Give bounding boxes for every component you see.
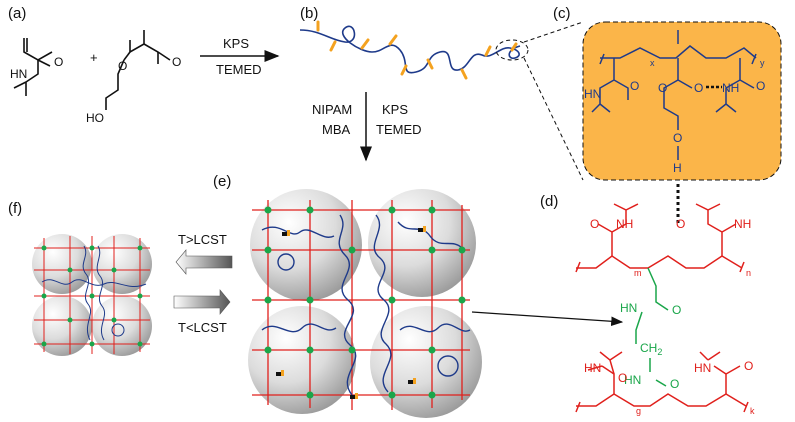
nipam-o: O (54, 55, 63, 69)
sphere-bottom-right (370, 306, 482, 418)
c-o-left: O (630, 79, 639, 93)
chain-pendant-groups (316, 20, 518, 80)
nipam-structure (13, 38, 53, 96)
reagent-nipam: NIPAM (312, 102, 352, 117)
small-blue-chains (41, 245, 147, 341)
c-o-chain: O (673, 131, 682, 145)
c-nh-right: NH (722, 81, 739, 95)
hydrogen-bond-zoom-box (582, 21, 782, 181)
d-sub-n: n (746, 268, 751, 278)
microgel-large (248, 189, 482, 418)
d-hn-link1: HN (620, 301, 637, 315)
d-ch2: CH2 (640, 341, 662, 357)
c-h-chain: H (673, 161, 682, 175)
large-crosslink-nodes (264, 206, 466, 399)
d-o-link1: O (672, 303, 681, 317)
arrow-cool-swell (173, 289, 231, 315)
panel-c-backbone (591, 30, 757, 130)
reagent-kps: KPS (223, 36, 249, 51)
large-blue-chains (261, 214, 471, 396)
small-crosslink-nodes (41, 245, 143, 347)
hema-structure (105, 30, 171, 110)
d-hn4: HN (694, 361, 711, 375)
panel-label-c: (c) (553, 5, 571, 22)
c-o-ring: O (658, 81, 667, 95)
d-nh1: NH (616, 217, 633, 231)
reagent-kps-2: KPS (382, 102, 408, 117)
label-t-below-lcst: T<LCST (178, 320, 227, 335)
d-o1: O (590, 217, 599, 231)
nipam-nh: HN (10, 67, 27, 81)
panel-label-f: (f) (8, 200, 22, 217)
large-hbond-markers (276, 226, 426, 399)
d-sub-g: g (636, 406, 641, 416)
hema-ho: HO (86, 111, 104, 125)
d-sub-k: k (750, 406, 755, 416)
arrow-heat-shrink (175, 249, 233, 275)
sphere-top-left (250, 189, 362, 301)
d-sub-m: m (634, 268, 642, 278)
zoom-line-top (523, 21, 584, 43)
chain-zoom-circle (495, 39, 529, 61)
panel-label-a: (a) (8, 5, 26, 22)
arrow-e-to-d (471, 311, 624, 327)
zoom-line-bottom (523, 57, 584, 181)
small-sphere-top-right (92, 234, 152, 294)
d-o4: O (744, 359, 753, 373)
reagent-mba: MBA (322, 122, 351, 137)
c-hn-left: HN (584, 87, 601, 101)
plus-sign: + (90, 50, 98, 65)
d-hn3: HN (584, 361, 601, 375)
panel-d-bottom-chain (575, 351, 749, 413)
sphere-top-right (368, 189, 476, 297)
panel-label-b: (b) (300, 5, 318, 22)
microgel-small (32, 234, 152, 356)
small-sphere-top-left (32, 234, 92, 294)
c-o-mid: O (694, 81, 703, 95)
panel-d-crosslinker (635, 267, 669, 387)
sphere-bottom-left (248, 306, 356, 414)
hema-o2: O (172, 55, 181, 69)
c-sub-y: y (760, 58, 765, 68)
d-o3: O (618, 371, 627, 385)
d-o2: O (676, 217, 685, 231)
d-hn-link2: HN (624, 373, 641, 387)
panel-label-e: (e) (213, 173, 231, 190)
reagent-temed-2: TEMED (376, 122, 422, 137)
d-nh2: NH (734, 217, 751, 231)
c-o-right: O (756, 79, 765, 93)
panel-label-d: (d) (540, 193, 558, 210)
copolymer-chain (299, 25, 521, 74)
reagent-temed: TEMED (216, 62, 262, 77)
d-o-link2: O (670, 377, 679, 391)
c-sub-x: x (650, 58, 655, 68)
panel-d-top-chain (575, 203, 745, 273)
small-sphere-bottom-left (32, 296, 92, 356)
hema-o1: O (118, 59, 127, 73)
label-t-above-lcst: T>LCST (178, 232, 227, 247)
